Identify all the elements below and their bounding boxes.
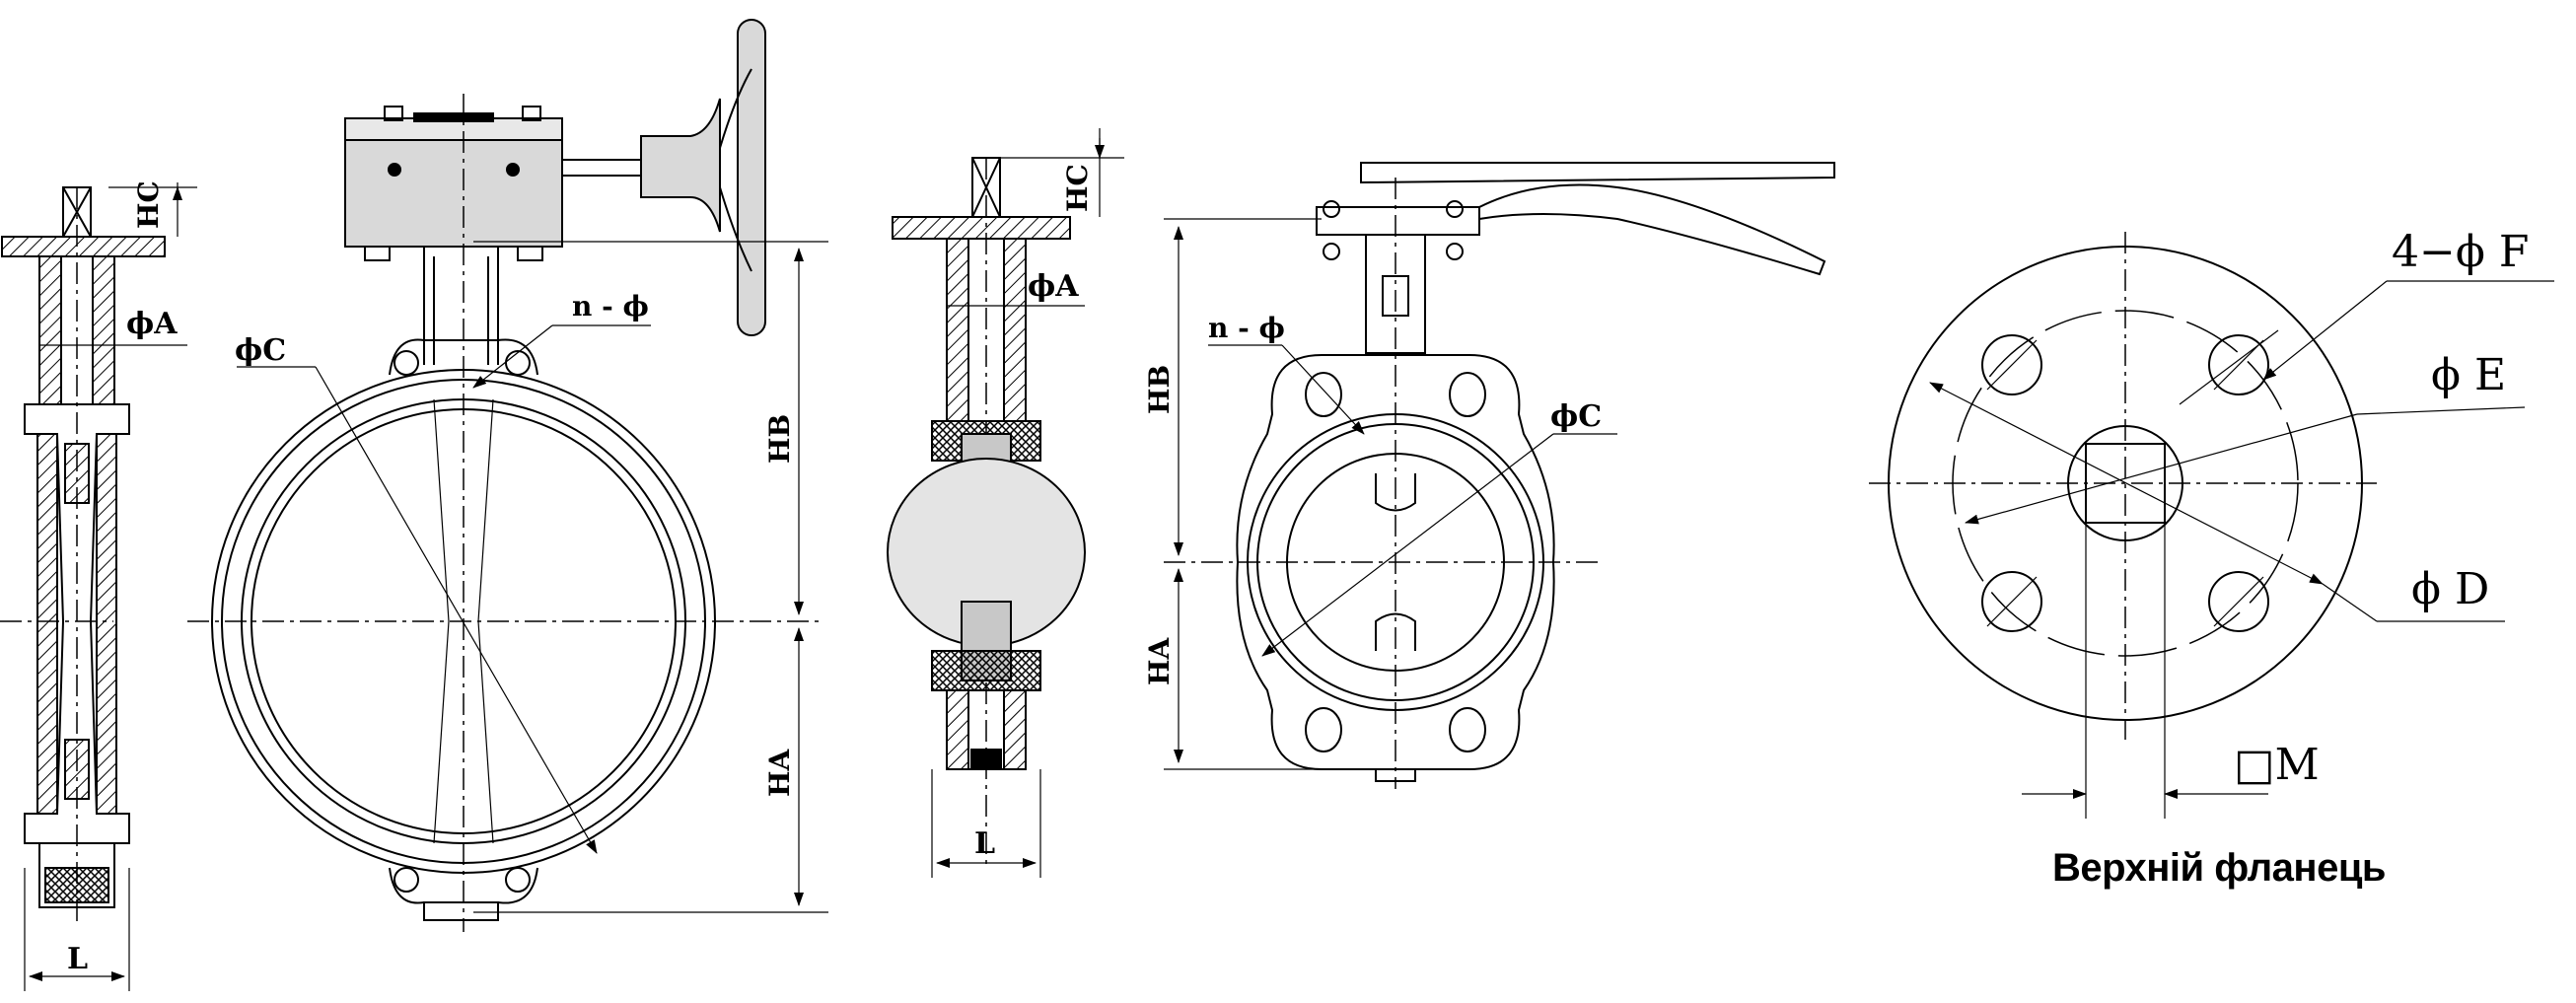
gear-front-phi-c-label: ϕC (235, 333, 286, 368)
flange-e-label: ϕ E (2431, 350, 2506, 400)
gear-side-hc-label: HC (132, 180, 165, 229)
gear-side-phi-a-label: ϕA (126, 307, 178, 341)
top-flange-caption: Верхній фланець (2051, 846, 2387, 890)
gear-front-ha-label: HA (763, 749, 796, 797)
top-flange-view (1869, 232, 2554, 819)
lever-front-hb-label: HB (1143, 365, 1176, 414)
lever-front-n-phi-label: n - ϕ (1208, 312, 1285, 344)
lever-side-hc-label: HC (1061, 164, 1094, 212)
flange-f-label: 4−ϕ F (2392, 227, 2529, 277)
flange-d-label: ϕ D (2411, 564, 2489, 614)
lever-front-ha-label: HA (1143, 637, 1176, 685)
lever-side-section (887, 128, 1124, 878)
flange-m-label: □M (2234, 740, 2320, 790)
gear-front-n-phi-label: n - ϕ (572, 290, 649, 322)
gear-side-section (0, 182, 197, 991)
gear-front-view (187, 19, 828, 932)
lever-front-phi-c-label: ϕC (1550, 399, 1602, 434)
lever-side-l-label: L (974, 826, 995, 861)
gear-front-hb-label: HB (763, 414, 796, 464)
lever-front-view (1164, 162, 1835, 789)
lever-side-phi-a-label: ϕA (1028, 269, 1079, 304)
gear-side-l-label: L (67, 942, 88, 976)
